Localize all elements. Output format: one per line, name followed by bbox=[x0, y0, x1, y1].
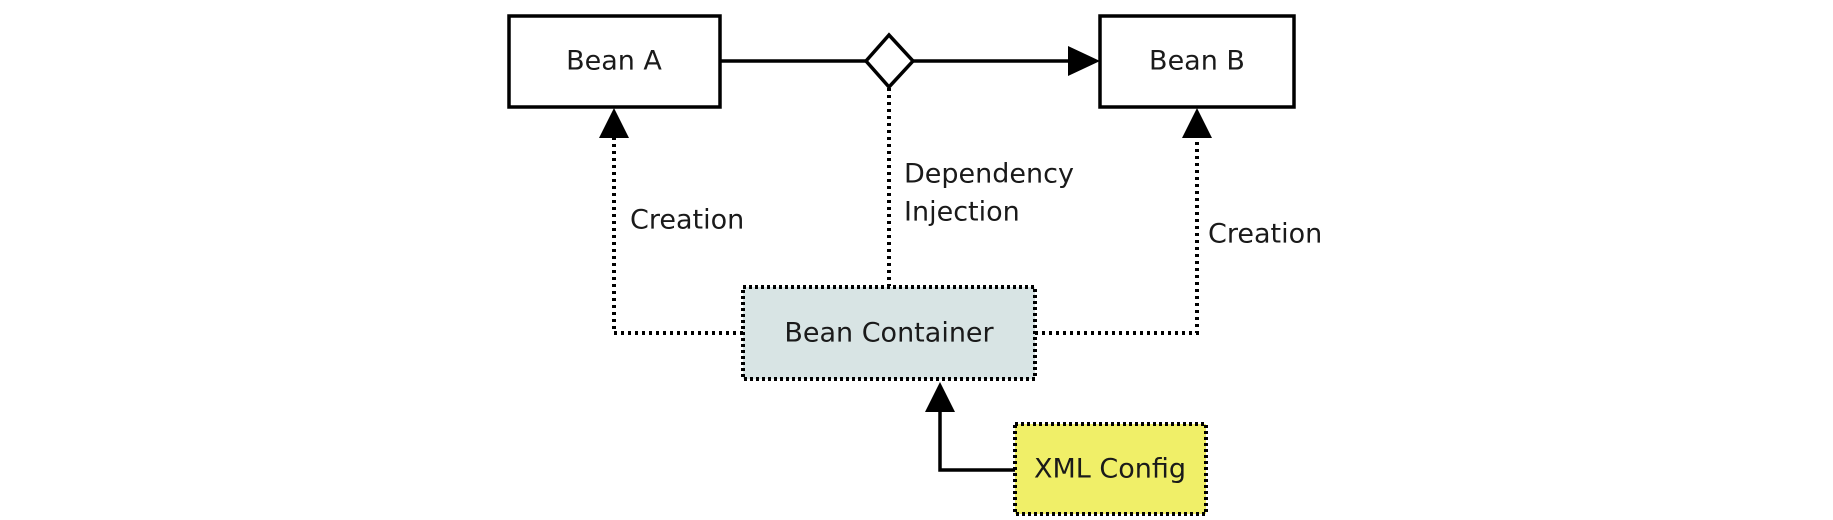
bean-b-label: Bean B bbox=[1149, 46, 1245, 77]
bean-container-label: Bean Container bbox=[784, 318, 994, 349]
arrowhead-to-bean-a bbox=[599, 108, 629, 138]
xml-config-label: XML Config bbox=[1034, 454, 1186, 485]
dependency-injection-label-line1: Dependency bbox=[904, 159, 1074, 190]
edge-xml-config-to-container bbox=[925, 382, 1015, 472]
node-bean-container: Bean Container bbox=[741, 285, 1037, 381]
arrowhead-to-container bbox=[925, 382, 955, 412]
arrowhead-to-bean-b-creation bbox=[1182, 108, 1212, 138]
edge-creation-bean-b bbox=[1035, 108, 1212, 335]
node-bean-a: Bean A bbox=[507, 14, 722, 109]
node-bean-b: Bean B bbox=[1098, 14, 1296, 109]
edge-creation-bean-a bbox=[599, 108, 743, 335]
dependency-injection-label-line2: Injection bbox=[904, 197, 1020, 228]
node-xml-config: XML Config bbox=[1013, 422, 1208, 516]
diamond-icon bbox=[863, 32, 916, 90]
creation-a-label: Creation bbox=[630, 205, 744, 236]
bean-a-label: Bean A bbox=[566, 46, 662, 77]
creation-b-label: Creation bbox=[1208, 219, 1322, 250]
arrowhead-to-bean-b bbox=[1068, 46, 1100, 76]
edge-bean-a-to-bean-b bbox=[720, 32, 1100, 90]
